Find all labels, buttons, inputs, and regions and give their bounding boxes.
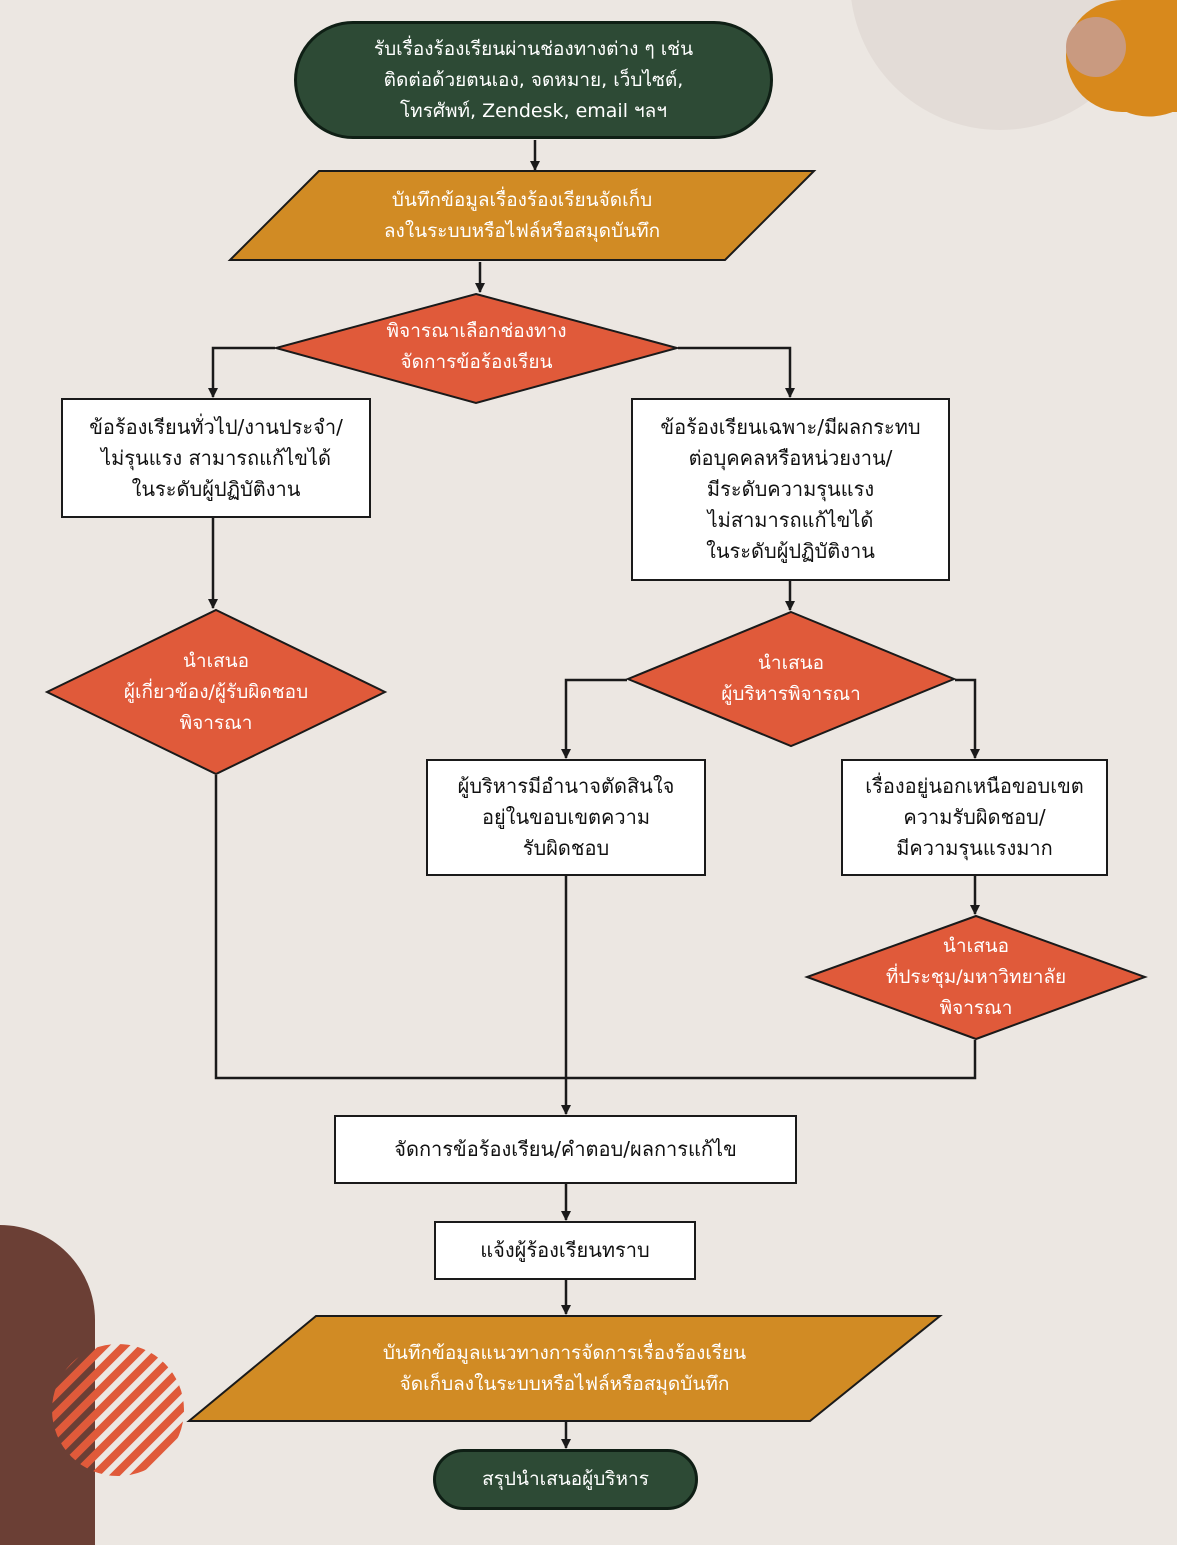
diamond-shape	[804, 914, 1148, 1041]
connector-executive-left	[561, 678, 627, 759]
present-meeting-decision: นำเสนอ ที่ประชุม/มหาวิทยาลัย พิจารณา	[804, 914, 1148, 1041]
diamond-shape	[272, 292, 681, 405]
notify-complainant-label: แจ้งผู้ร้องเรียนทราบ	[480, 1238, 650, 1262]
notify-complainant-box: แจ้งผู้ร้องเรียนทราบ	[434, 1221, 696, 1280]
diamond-shape	[625, 610, 957, 748]
choose-channel-decision: พิจารณาเลือกช่องทาง จัดการข้อร้องเรียน	[272, 292, 681, 405]
handle-complaint-label: จัดการข้อร้องเรียน/คำตอบ/ผลการแก้ไข	[394, 1137, 737, 1161]
start-label: รับเรื่องร้องเรียนผ่านช่องทางต่าง ๆ เช่น…	[373, 37, 694, 122]
parallelogram-shape	[227, 170, 817, 261]
parallelogram-shape	[186, 1315, 943, 1422]
general-complaint-label: ข้อร้องเรียนทั่วไป/งานประจำ/ ไม่รุนแรง ส…	[89, 414, 343, 501]
choose-channel-label: พิจารณาเลือกช่องทาง จัดการข้อร้องเรียน	[386, 319, 567, 373]
end-label: สรุปนำเสนอผู้บริหาร	[482, 1468, 649, 1490]
executive-authority-box: ผู้บริหารมีอำนาจตัดสินใจ อยู่ในขอบเขตควา…	[426, 759, 706, 876]
connector-decision-left	[208, 346, 275, 398]
connector-merge-line	[214, 775, 977, 1080]
handle-complaint-box: จัดการข้อร้องเรียน/คำตอบ/ผลการแก้ไข	[334, 1115, 797, 1184]
specific-complaint-box: ข้อร้องเรียนเฉพาะ/มีผลกระทบ ต่อบุคคลหรือ…	[631, 398, 950, 581]
present-meeting-label: นำเสนอ ที่ประชุม/มหาวิทยาลัย พิจารณา	[885, 935, 1067, 1019]
present-executive-label: นำเสนอ ผู้บริหารพิจารณา	[721, 652, 861, 705]
decor-dark-arch	[0, 1225, 95, 1545]
beyond-scope-box: เรื่องอยู่นอกเหนือขอบเขต ความรับผิดชอบ/ …	[841, 759, 1108, 876]
record-complaint-label: บันทึกข้อมูลเรื่องร้องเรียนจัดเก็บ ลงในร…	[383, 188, 661, 242]
end-terminal: สรุปนำเสนอผู้บริหาร	[433, 1449, 698, 1510]
executive-authority-label: ผู้บริหารมีอำนาจตัดสินใจ อยู่ในขอบเขตควา…	[457, 774, 675, 860]
present-responsible-label: นำเสนอ ผู้เกี่ยวข้อง/ผู้รับผิดชอบ พิจารณ…	[123, 649, 309, 734]
beyond-scope-label: เรื่องอยู่นอกเหนือขอบเขต ความรับผิดชอบ/ …	[865, 774, 1084, 860]
present-executive-decision: นำเสนอ ผู้บริหารพิจารณา	[625, 610, 957, 748]
connector-executive-right	[955, 678, 980, 759]
general-complaint-box: ข้อร้องเรียนทั่วไป/งานประจำ/ ไม่รุนแรง ส…	[61, 398, 371, 518]
connector-decision-right	[678, 346, 795, 398]
record-guideline-label: บันทึกข้อมูลแนวทางการจัดการเรื่องร้องเรี…	[382, 1341, 747, 1395]
record-guideline-data: บันทึกข้อมูลแนวทางการจัดการเรื่องร้องเรี…	[186, 1315, 943, 1422]
record-complaint-data: บันทึกข้อมูลเรื่องร้องเรียนจัดเก็บ ลงในร…	[227, 170, 817, 261]
diamond-shape	[44, 608, 388, 776]
present-responsible-decision: นำเสนอ ผู้เกี่ยวข้อง/ผู้รับผิดชอบ พิจารณ…	[44, 608, 388, 776]
specific-complaint-label: ข้อร้องเรียนเฉพาะ/มีผลกระทบ ต่อบุคคลหรือ…	[660, 415, 921, 563]
start-terminal: รับเรื่องร้องเรียนผ่านช่องทางต่าง ๆ เช่น…	[294, 21, 773, 139]
decor-peach-circle	[1066, 17, 1126, 77]
